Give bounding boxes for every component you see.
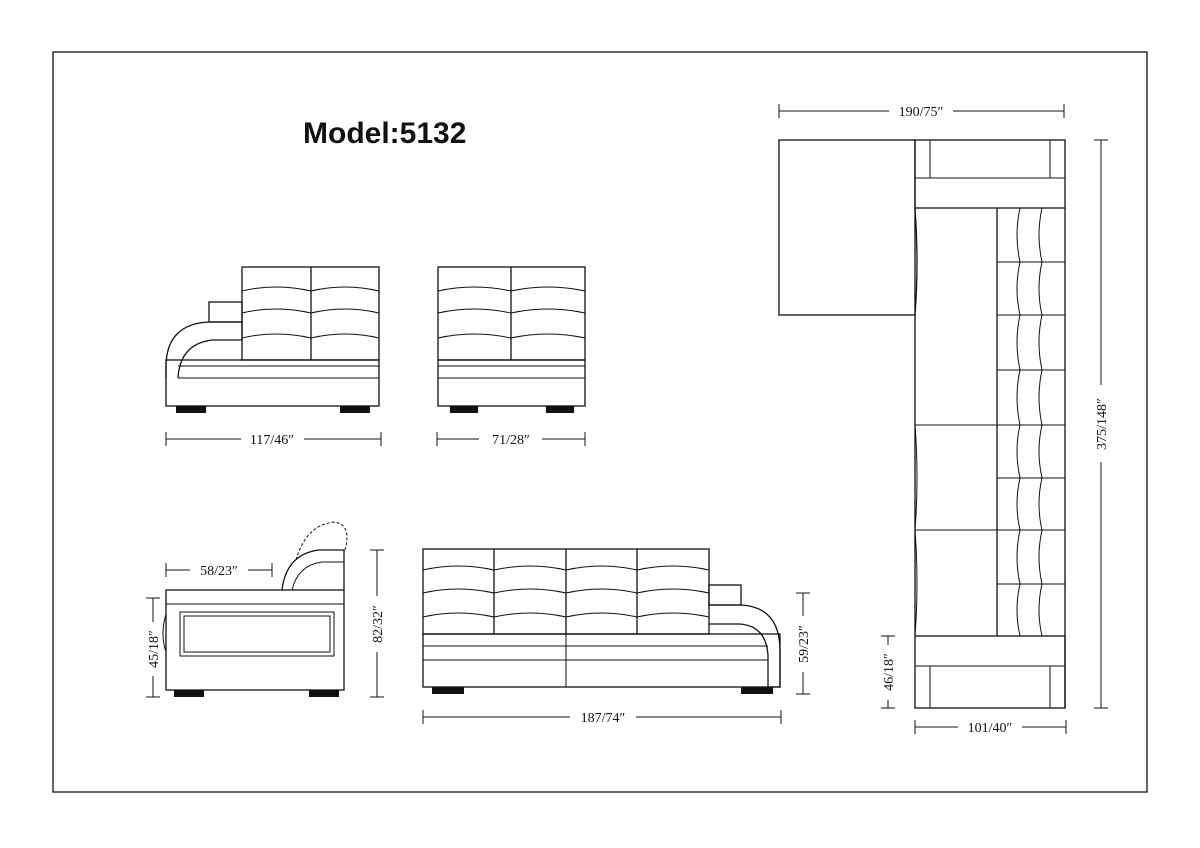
- model-title: Model:5132: [303, 117, 466, 150]
- sheet-border: [52, 51, 1148, 793]
- dim-armless-seat-width: 71/28″: [492, 433, 530, 448]
- dim-top-total-length: 375/148″: [1095, 398, 1110, 450]
- dim-side-depth: 58/23″: [200, 564, 238, 579]
- sofa-front-view: 187/74″ 59/23″: [422, 548, 812, 726]
- dim-sofa-width: 187/74″: [581, 711, 626, 726]
- dim-side-seat-height: 45/18″: [147, 630, 162, 668]
- dim-side-total-height: 82/32″: [371, 605, 386, 643]
- dim-top-chaise-width: 101/40″: [968, 721, 1013, 736]
- armless-seat-front-view: 71/28″: [436, 266, 586, 448]
- dim-top-seat-depth: 46/18″: [882, 653, 897, 691]
- dim-top-total-width: 190/75″: [899, 105, 944, 120]
- top-plan-view: 190/75″ 101/40″: [778, 104, 1110, 736]
- side-view: 58/23″ 45/18″ 82/32″: [146, 521, 386, 698]
- dim-sofa-arm-height: 59/23″: [797, 625, 812, 663]
- dim-left-chaise-width: 117/46″: [250, 433, 294, 448]
- left-chaise-front-view: 117/46″: [165, 266, 382, 448]
